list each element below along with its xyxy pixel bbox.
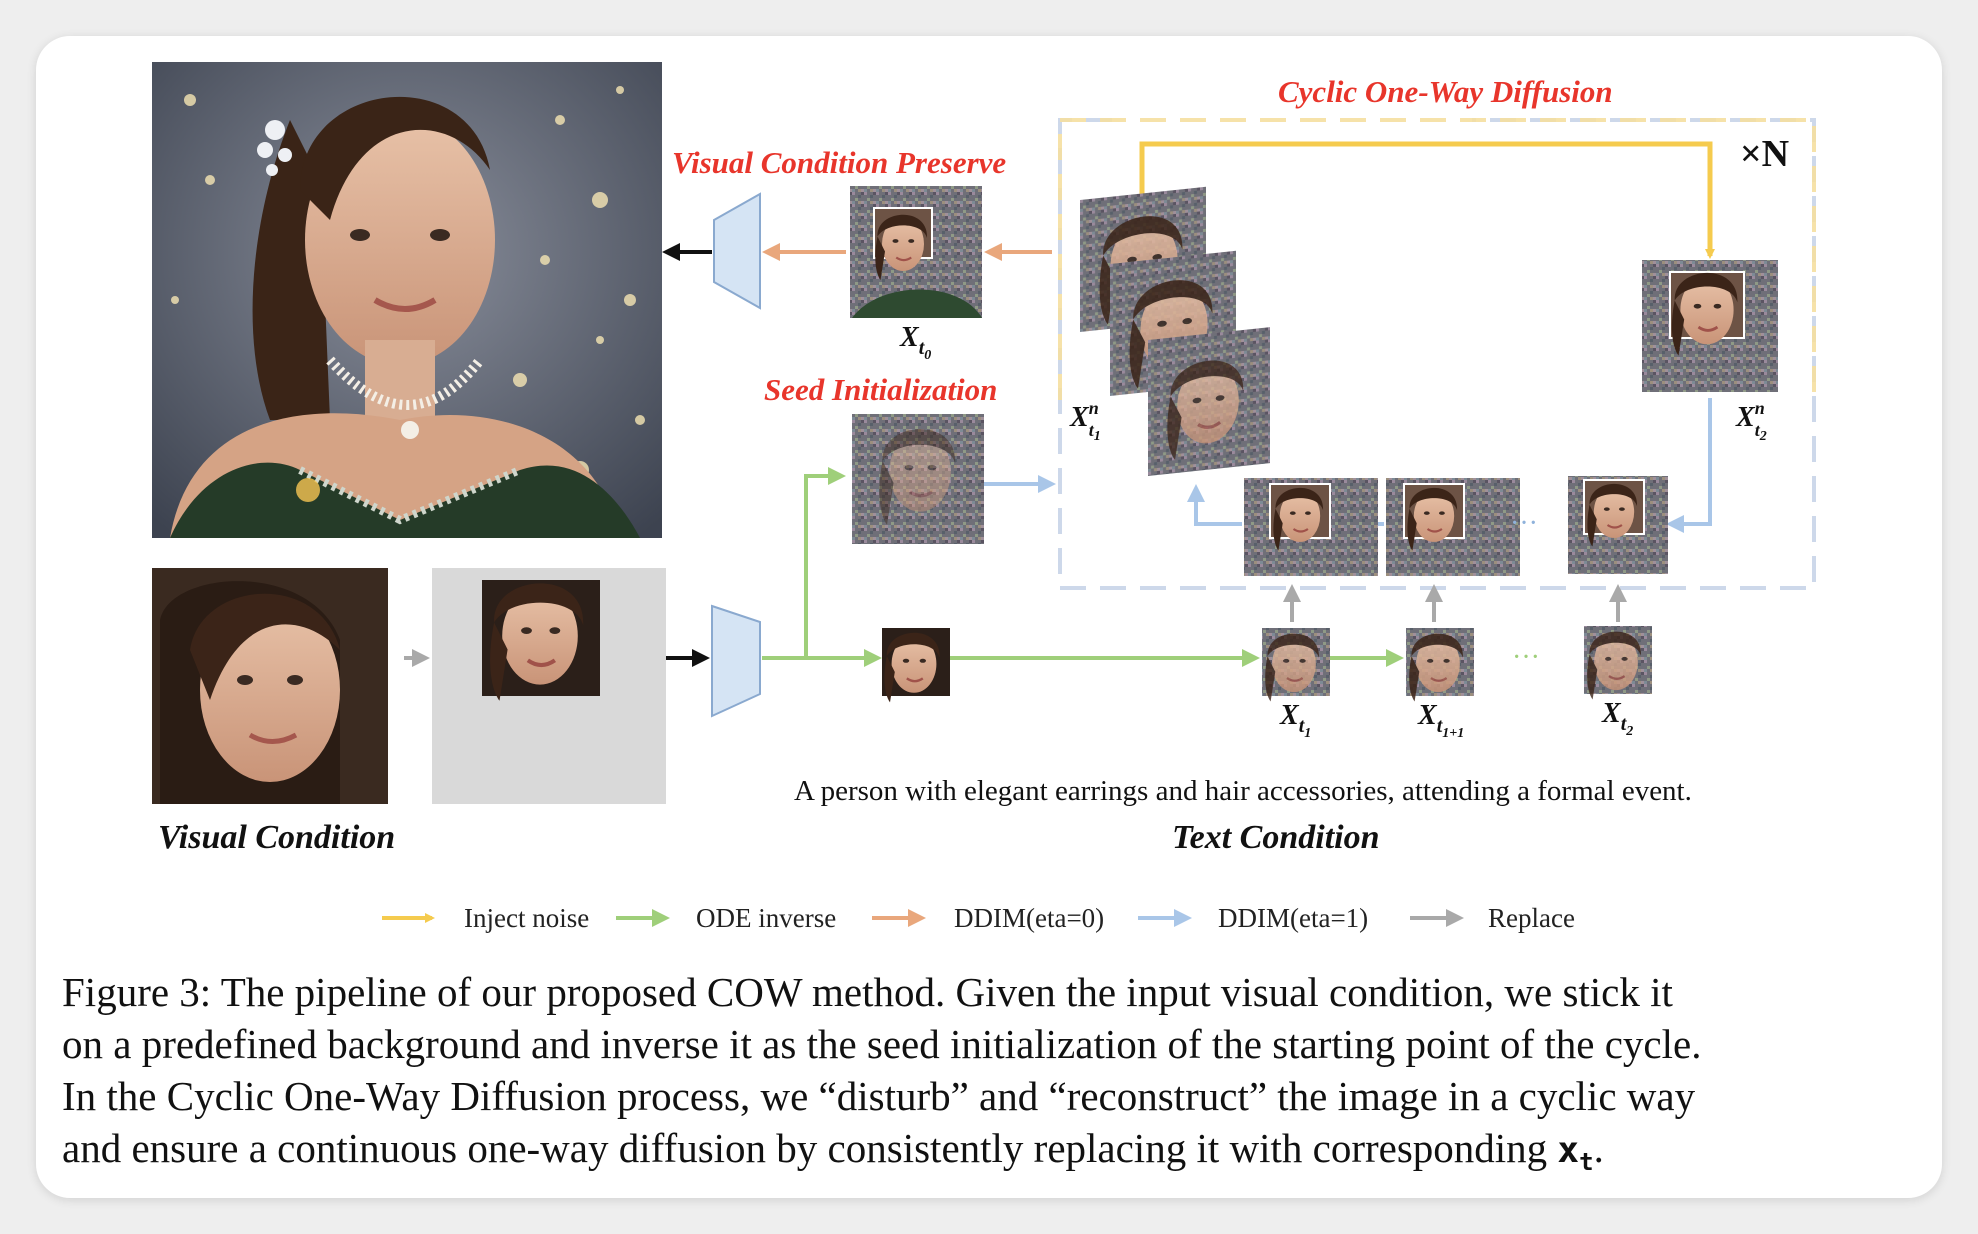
xt1p1-tile <box>1406 628 1474 703</box>
figure-caption: Figure 3: The pipeline of our proposed C… <box>62 966 1922 1188</box>
svg-text:DDIM(eta=0): DDIM(eta=0) <box>954 903 1104 933</box>
cyclic-one-way-diffusion-label: Cyclic One-Way Diffusion <box>1278 74 1613 109</box>
ode-inverse-arrow-to-seed <box>762 467 846 660</box>
xt1-label: Xt1 <box>1279 700 1311 741</box>
svg-text:Inject noise: Inject noise <box>464 903 589 933</box>
caption-period: . <box>1593 1125 1604 1171</box>
legend-item-ddim-eta1: DDIM(eta=1) <box>1138 903 1368 933</box>
generated-output-image <box>152 62 662 538</box>
visual-condition-preserve-label: Visual Condition Preserve <box>672 145 1006 180</box>
cycle-dashed-box-yellow <box>1058 118 1816 400</box>
xt1p1-label: Xt1+1 <box>1417 700 1464 741</box>
xt1n-stack <box>1080 186 1270 476</box>
text-prompt: A person with elegant earrings and hair … <box>794 775 1692 807</box>
text-condition-label: Text Condition <box>1172 819 1380 856</box>
loop-ellipsis: ··· <box>1510 508 1538 539</box>
legend-item-replace: Replace <box>1410 903 1575 933</box>
svg-text:DDIM(eta=1): DDIM(eta=1) <box>1218 903 1368 933</box>
caption-math-xt: xt <box>1557 1130 1594 1177</box>
legend-item-inject-noise: Inject noise <box>382 903 589 933</box>
denoise-tile-1 <box>1244 478 1378 576</box>
predefined-background <box>432 568 666 804</box>
xt2n-tile <box>1642 260 1778 392</box>
xt2-tile <box>1584 626 1652 701</box>
ode-ellipsis: ··· <box>1512 642 1540 673</box>
legend-item-ddim-eta0: DDIM(eta=0) <box>872 903 1104 933</box>
legend: Inject noise ODE inverse DDIM(eta=0) DDI… <box>382 903 1575 933</box>
seed-initialization-tile <box>852 414 984 544</box>
caption-line-4-text: and ensure a continuous one-way diffusio… <box>62 1125 1548 1171</box>
denoise-tile-2 <box>1386 478 1520 576</box>
xt1-tile <box>1262 628 1330 703</box>
seed-initialization-label: Seed Initialization <box>764 372 997 407</box>
svg-text:ODE inverse: ODE inverse <box>696 903 836 933</box>
svg-text:Replace: Replace <box>1488 903 1575 933</box>
visual-condition-label: Visual Condition <box>158 819 395 856</box>
xt0-tile <box>850 186 982 318</box>
xt2-label: Xt2 <box>1601 698 1633 739</box>
inject-noise-loop-arrow <box>1139 141 1715 259</box>
legend-item-ode-inverse: ODE inverse <box>616 903 836 933</box>
ddim-eta1-arrow-into-xt2-row <box>1666 398 1712 533</box>
repeat-n-label: ×N <box>1740 133 1789 175</box>
ddim-eta1-arrow-up-to-stack <box>1187 484 1242 526</box>
caption-line-3: In the Cyclic One-Way Diffusion process,… <box>62 1073 1696 1119</box>
encoder-shape <box>711 604 761 718</box>
caption-line-1: Figure 3: The pipeline of our proposed C… <box>62 969 1673 1015</box>
caption-line-4: and ensure a continuous one-way diffusio… <box>62 1122 1922 1188</box>
visual-condition-image <box>152 568 388 804</box>
caption-line-2: on a predefined background and inverse i… <box>62 1021 1702 1067</box>
cropped-face-tile <box>882 628 950 704</box>
denoise-tile-3 <box>1568 476 1668 574</box>
decoder-shape <box>713 192 761 310</box>
xt0-label: Xt0 <box>899 322 931 363</box>
